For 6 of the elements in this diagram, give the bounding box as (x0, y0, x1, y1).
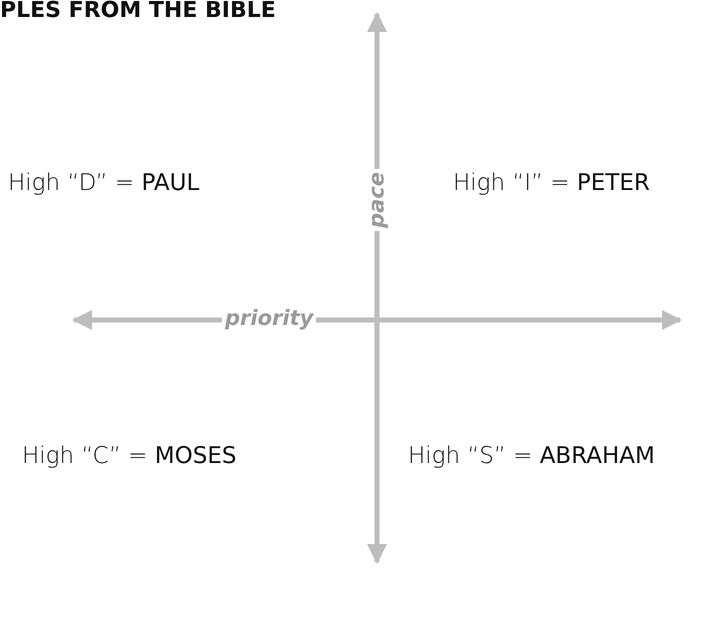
quadrant-label: High “I” = PETER (453, 171, 650, 196)
axis-label: priority (222, 307, 316, 330)
quadrant-label: High “D” = PAUL (8, 171, 200, 196)
title: PLES FROM THE BIBLE (0, 0, 276, 22)
quadrant-label: High “S” = ABRAHAM (408, 444, 655, 470)
quadrant-label: High “C” = MOSES (22, 444, 236, 470)
